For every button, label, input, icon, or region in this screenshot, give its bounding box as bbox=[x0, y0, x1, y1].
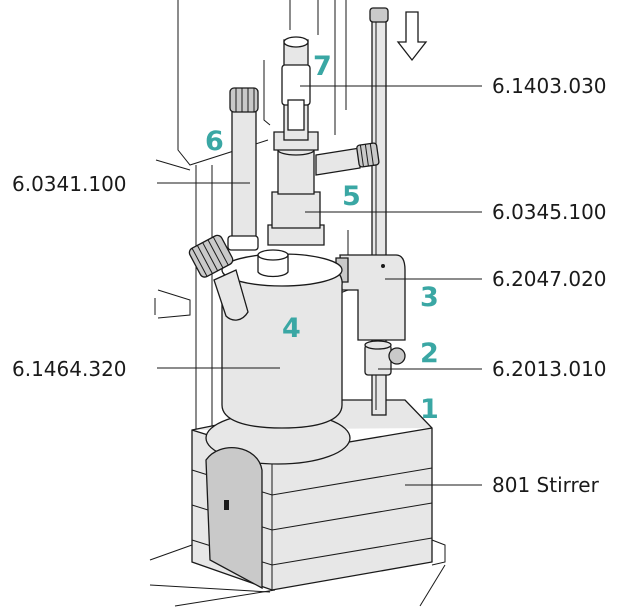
part-number-7: 6.1403.030 bbox=[492, 74, 607, 98]
callout-6: 6 bbox=[205, 126, 224, 157]
titration-vessel bbox=[188, 234, 343, 429]
leader-lines bbox=[157, 85, 482, 486]
top-adapter bbox=[281, 36, 311, 141]
callout-1: 1 bbox=[420, 394, 439, 425]
electrode bbox=[227, 60, 271, 251]
stirrer-label: 801 Stirrer bbox=[492, 473, 600, 497]
down-arrow-icon bbox=[396, 11, 428, 62]
clamp-holder bbox=[335, 254, 406, 341]
stirrer-base bbox=[191, 399, 446, 591]
part-number-3: 6.2047.020 bbox=[492, 267, 607, 291]
central-neck bbox=[267, 131, 380, 246]
table-lines bbox=[149, 544, 446, 607]
part-number-2: 6.2013.010 bbox=[492, 357, 607, 381]
callout-2: 2 bbox=[420, 338, 439, 369]
clamping-ring bbox=[364, 340, 406, 376]
callout-3: 3 bbox=[420, 282, 439, 313]
part-number-6: 6.0341.100 bbox=[12, 172, 127, 196]
part-number-4: 6.1464.320 bbox=[12, 357, 127, 381]
callout-5: 5 bbox=[342, 181, 361, 212]
part-number-5: 6.0345.100 bbox=[492, 200, 607, 224]
callout-7: 7 bbox=[313, 51, 332, 82]
callout-4: 4 bbox=[282, 313, 301, 344]
